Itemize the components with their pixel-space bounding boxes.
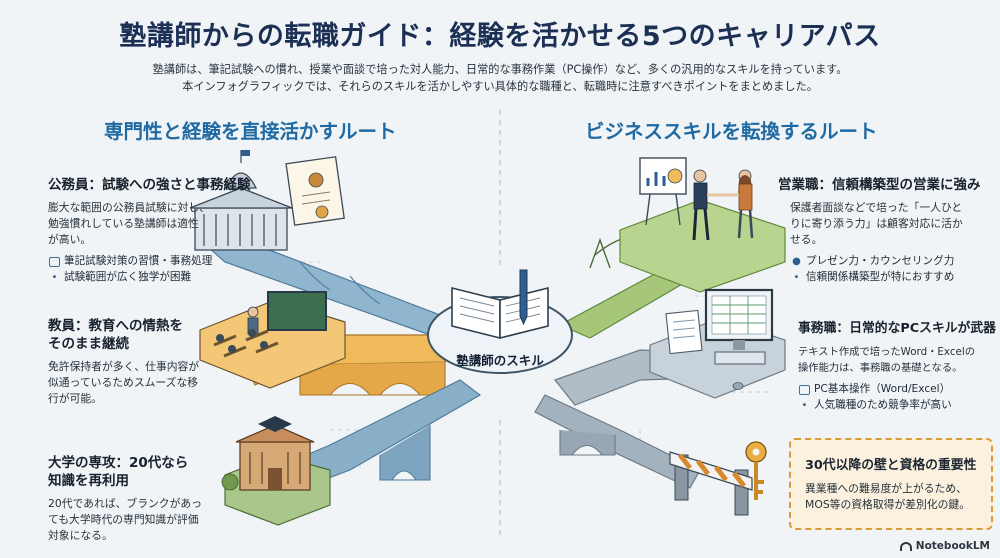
bridge-arches-gray bbox=[559, 430, 616, 456]
bridge-arches-blue bbox=[379, 425, 431, 481]
card-university-major: 大学の専攻：20代なら 知識を再利用 20代であれば、ブランクがあっ ても大学時… bbox=[48, 454, 233, 544]
card-body-line: 対象になる。 bbox=[48, 529, 113, 542]
bridge-bottom-right bbox=[534, 394, 701, 489]
card-office-work: 事務職：日常的なPCスキルが武器 テキスト作成で培ったWord・Excelの 操… bbox=[798, 320, 996, 413]
bullet-dot-icon: • bbox=[51, 271, 58, 283]
left-route-heading: 専門性と経験を直接活かすルート bbox=[104, 120, 397, 143]
card-body: 免許保持者が多く、仕事内容が 似通っているためスムーズな移 行が可能。 bbox=[48, 359, 233, 407]
brand-watermark: NotebookLM bbox=[899, 540, 990, 552]
card-title: 営業職：信頼構築型の営業に強み bbox=[778, 177, 981, 193]
note-body: 異業種への難易度が上がるため、 MOS等の資格取得が差別化の鍵。 bbox=[805, 481, 981, 513]
card-title: 大学の専攻：20代なら 知識を再利用 bbox=[48, 454, 233, 490]
bullet-item: • 試験範囲が広く独学が困難 bbox=[48, 270, 248, 286]
sales-handshake-icon bbox=[619, 157, 786, 293]
bullet-list: 筆記試験対策の習慣・事務処理 • 試験範囲が広く独学が困難 bbox=[48, 254, 248, 285]
hub-label: 塾講師のスキル bbox=[456, 353, 544, 368]
bullet-text: PC基本操作（Word/Excel） bbox=[814, 383, 951, 395]
card-sales: 営業職：信頼構築型の営業に強み 保護者面談などで培った「一人ひと りに寄り添う力… bbox=[778, 176, 995, 285]
card-body: テキスト作成で培ったWord・Excelの 操作能力は、事務職の基礎となる。 bbox=[798, 344, 995, 376]
office-pc-icon bbox=[649, 288, 786, 399]
card-body: 20代であれば、ブランクがあっ ても大学時代の専門知識が評価 対象になる。 bbox=[48, 496, 233, 544]
bullet-item: ● プレゼン力・カウンセリング力 bbox=[790, 254, 995, 270]
card-body: 膨大な範囲の公務員試験に対し、 勉強慣れしている塾講師は適性 が高い。 bbox=[48, 200, 248, 248]
note-30s-barrier: 30代以降の壁と資格の重要性 異業種への難易度が上がるため、 MOS等の資格取得… bbox=[789, 438, 993, 530]
document-icon bbox=[49, 256, 60, 267]
card-body-line: りに寄り添う力」は顧客対応に活か bbox=[790, 217, 963, 230]
person-icon: ● bbox=[792, 256, 801, 267]
bullet-text: 筆記試験対策の習慣・事務処理 bbox=[64, 255, 213, 267]
bullet-item: 筆記試験対策の習慣・事務処理 bbox=[48, 254, 248, 270]
bullet-text: 試験範囲が広く独学が困難 bbox=[64, 270, 192, 283]
certificate-icon bbox=[285, 156, 345, 226]
card-title-line: 教員：教育への情熱を bbox=[48, 318, 183, 334]
bullet-list: ● プレゼン力・カウンセリング力 • 信頼関係構築型が特におすすめ bbox=[790, 254, 995, 285]
card-title-line: 大学の専攻：20代なら bbox=[48, 455, 189, 471]
card-body-line: テキスト作成で培ったWord・Excelの bbox=[798, 346, 975, 358]
card-body: 保護者面談などで培った「一人ひと りに寄り添う力」は顧客対応に活か せる。 bbox=[790, 200, 995, 248]
card-body-line: 免許保持者が多く、仕事内容が bbox=[48, 360, 200, 373]
bullet-text: 人気職種のため競争率が高い bbox=[814, 398, 952, 411]
card-title-line: そのまま継続 bbox=[48, 336, 129, 352]
card-body-line: 膨大な範囲の公務員試験に対し、 bbox=[48, 201, 210, 214]
card-body-line: 保護者面談などで培った「一人ひと bbox=[790, 201, 963, 214]
bullet-text: 信頼関係構築型が特におすすめ bbox=[806, 270, 955, 283]
classroom-icon bbox=[199, 291, 346, 389]
card-body-line: 20代であれば、ブランクがあっ bbox=[48, 497, 202, 510]
page-title: 塾講師からの転職ガイド：経験を活かせる5つのキャリアパス bbox=[119, 21, 881, 52]
card-teacher: 教員：教育への情熱を そのまま継続 免許保持者が多く、仕事内容が 似通っているた… bbox=[48, 317, 233, 407]
card-title: 教員：教育への情熱を そのまま継続 bbox=[48, 317, 233, 353]
brand-text: NotebookLM bbox=[915, 540, 990, 552]
card-body-line: 似通っているためスムーズな移 bbox=[48, 376, 199, 389]
bridge-arches-orange bbox=[299, 362, 446, 396]
bullet-item: PC基本操作（Word/Excel） bbox=[798, 382, 995, 398]
intro-text: 塾講師は、筆記試験への慣れ、授業や面談で培った対人能力、日常的な事務作業（PC操… bbox=[0, 61, 1000, 95]
intro-line: 塾講師は、筆記試験への慣れ、授業や面談で培った対人能力、日常的な事務作業（PC操… bbox=[152, 63, 848, 76]
card-body-line: せる。 bbox=[790, 233, 823, 246]
note-body-line: 異業種への難易度が上がるため、 bbox=[805, 482, 967, 495]
government-building-icon bbox=[189, 150, 293, 251]
card-title: 公務員：試験への強さと事務経験 bbox=[48, 177, 251, 193]
card-title: 事務職：日常的なPCスキルが武器 bbox=[798, 321, 996, 336]
bullet-dot-icon: • bbox=[793, 271, 800, 283]
intro-line: 本インフォグラフィックでは、それらのスキルを活かしやすい具体的な職種と、転職時に… bbox=[182, 80, 818, 93]
card-title-line: 知識を再利用 bbox=[48, 473, 129, 489]
bullet-text: プレゼン力・カウンセリング力 bbox=[806, 255, 955, 267]
card-body-line: 勉強慣れしている塾講師は適性 bbox=[48, 217, 199, 230]
university-icon bbox=[221, 416, 331, 526]
bullet-item: • 信頼関係構築型が特におすすめ bbox=[790, 270, 995, 286]
card-civil-servant: 公務員：試験への強さと事務経験 膨大な範囲の公務員試験に対し、 勉強慣れしている… bbox=[48, 176, 251, 285]
notebooklm-logo-icon bbox=[899, 541, 912, 551]
bullet-dot-icon: • bbox=[801, 399, 808, 411]
card-body-line: 行が可能。 bbox=[48, 392, 102, 405]
bullet-list: PC基本操作（Word/Excel） • 人気職種のため競争率が高い bbox=[798, 382, 995, 413]
monitor-icon bbox=[799, 384, 810, 395]
right-route-heading: ビジネススキルを転換するルート bbox=[585, 120, 878, 143]
key-icon bbox=[745, 441, 767, 500]
bridge-arch bbox=[299, 261, 381, 305]
barrier-icon bbox=[669, 451, 753, 516]
card-body-line: ても大学時代の専門知識が評価 bbox=[48, 513, 199, 526]
book-icon bbox=[451, 269, 549, 340]
card-body-line: が高い。 bbox=[48, 233, 92, 246]
bullet-item: • 人気職種のため競争率が高い bbox=[798, 398, 995, 414]
card-body-line: 操作能力は、事務職の基礎となる。 bbox=[798, 362, 963, 374]
note-body-line: MOS等の資格取得が差別化の鍵。 bbox=[805, 498, 971, 511]
note-title: 30代以降の壁と資格の重要性 bbox=[805, 458, 977, 473]
